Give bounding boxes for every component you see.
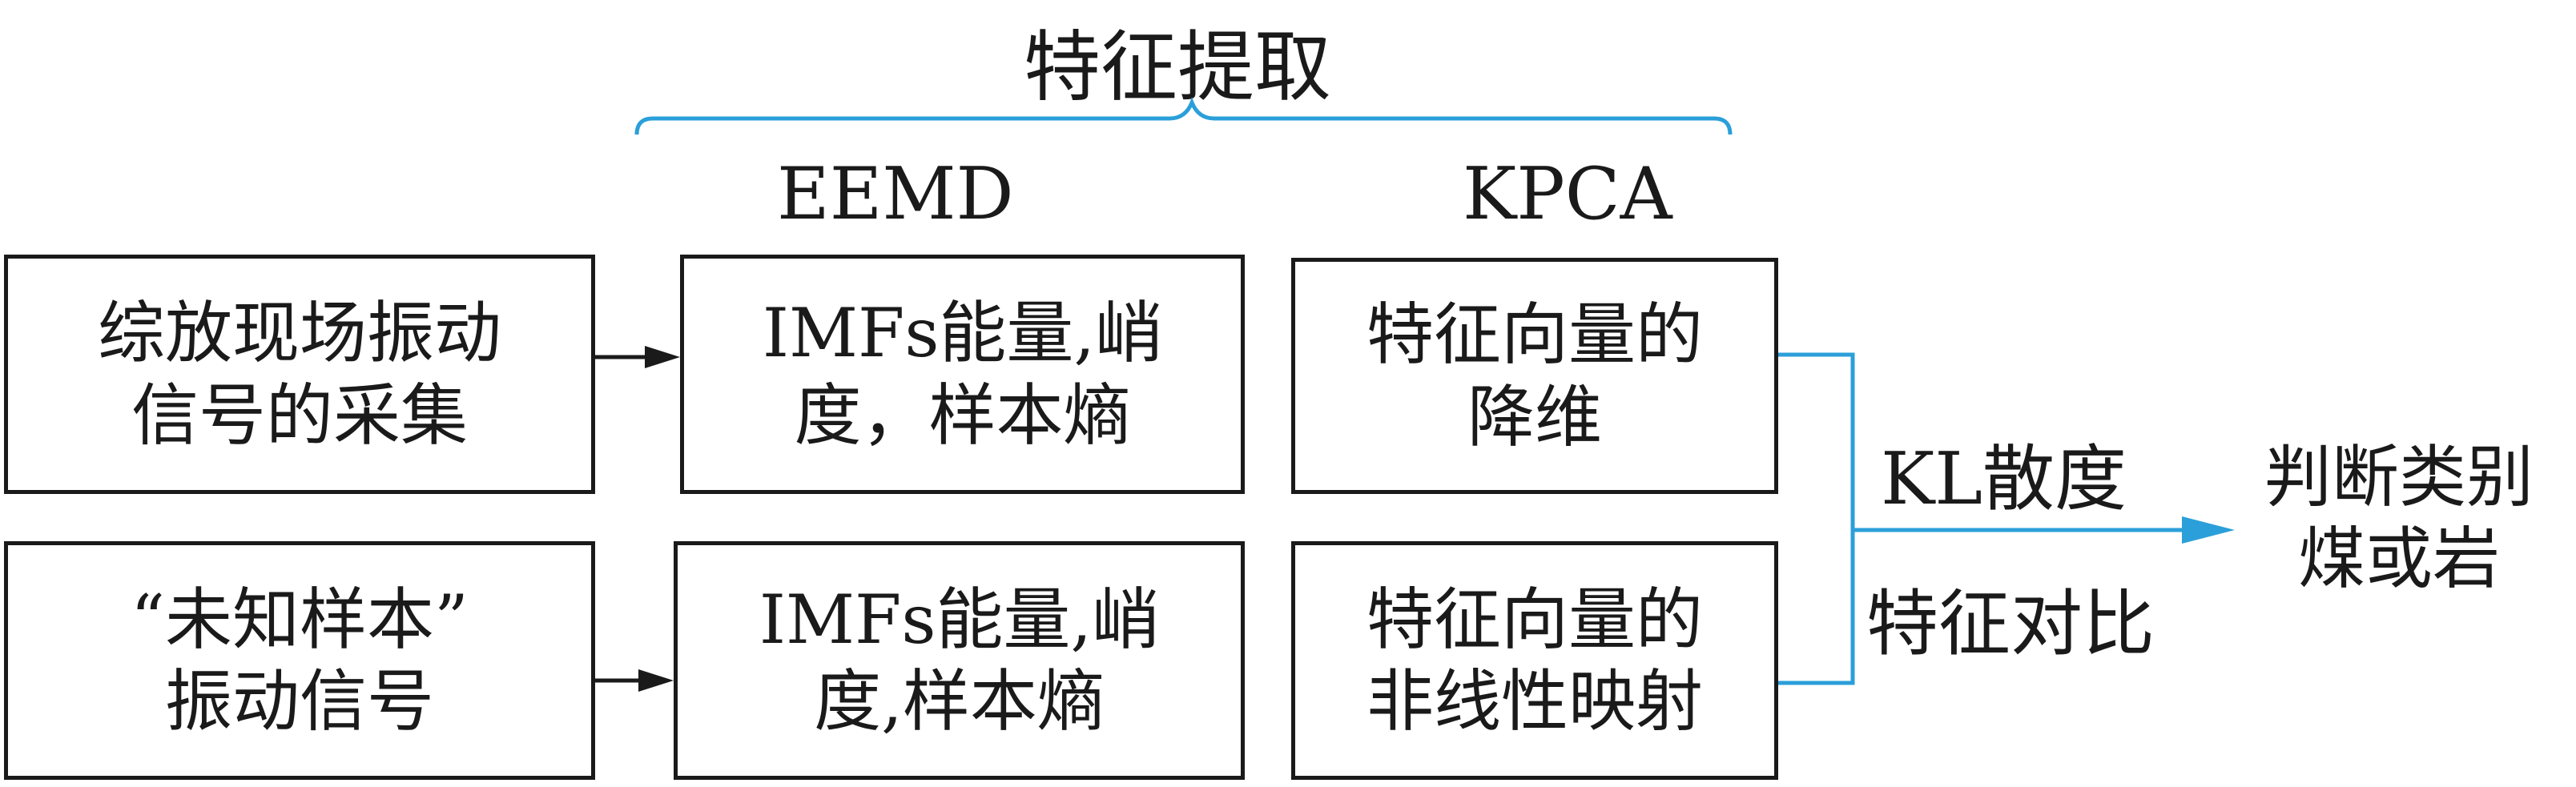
column-header-eemd: EEMD bbox=[777, 152, 1014, 236]
comparison-label-feature-compare: 特征对比 bbox=[1866, 582, 2155, 666]
kpca-box-dimension-reduction: 特征向量的 降维 bbox=[1291, 258, 1778, 494]
result-classification: 判断类别 煤或岩 bbox=[2235, 436, 2563, 600]
result-line: 煤或岩 bbox=[2297, 520, 2500, 599]
kpca-row1-connector bbox=[1778, 352, 1855, 685]
result-line: 判断类别 bbox=[2264, 438, 2534, 516]
box-text-line: 特征向量的 bbox=[1366, 580, 1703, 659]
box-text-line: 降维 bbox=[1467, 377, 1602, 456]
box-text-line: 度，样本熵 bbox=[794, 375, 1131, 455]
box-text-line: 振动信号 bbox=[164, 662, 434, 741]
comparison-label-kl-divergence: KL散度 bbox=[1881, 437, 2127, 521]
diagram-title: 特征提取 bbox=[1024, 22, 1331, 112]
box-text-line: “未知样本” bbox=[131, 580, 469, 659]
box-text-line: IMFs能量,峭 bbox=[759, 580, 1160, 659]
box-text-line: 度,样本熵 bbox=[814, 662, 1105, 741]
source-box-field-signal: 综放现场振动 信号的采集 bbox=[4, 255, 595, 494]
arrow-row2-head bbox=[638, 669, 674, 692]
source-box-unknown-sample: “未知样本” 振动信号 bbox=[4, 541, 595, 780]
kpca-box-nonlinear-mapping: 特征向量的 非线性映射 bbox=[1291, 541, 1778, 780]
box-text-line: 特征向量的 bbox=[1366, 295, 1703, 375]
box-text-line: 非线性映射 bbox=[1366, 662, 1703, 741]
eemd-features-box-row2: IMFs能量,峭 度,样本熵 bbox=[674, 541, 1245, 780]
box-text-line: 综放现场振动 bbox=[97, 294, 501, 373]
comparison-arrow-head bbox=[2182, 516, 2235, 544]
eemd-features-box-row1: IMFs能量,峭 度，样本熵 bbox=[680, 255, 1245, 494]
box-text-line: IMFs能量,峭 bbox=[762, 294, 1163, 373]
feature-extraction-brace bbox=[634, 97, 1733, 135]
arrow-row1-head bbox=[645, 346, 680, 368]
box-text-line: 信号的采集 bbox=[131, 375, 468, 455]
column-header-kpca: KPCA bbox=[1463, 152, 1672, 236]
